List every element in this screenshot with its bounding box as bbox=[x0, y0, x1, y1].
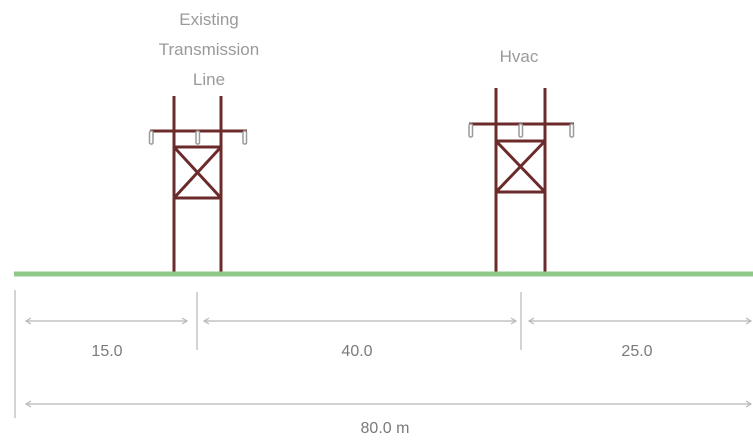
existing-line-label: Existing Transmission Line bbox=[159, 10, 259, 89]
label-line-2: Transmission bbox=[159, 40, 259, 59]
dimension-label-segment-2: 40.0 bbox=[341, 343, 372, 360]
dimension-label-total: 80.0 m bbox=[361, 420, 410, 437]
dimension-arrows bbox=[24, 317, 753, 408]
dimension-arrow-total bbox=[24, 400, 753, 408]
dimension-arrow-segment-1 bbox=[24, 317, 189, 325]
insulator bbox=[195, 130, 201, 145]
hvac-tower bbox=[469, 88, 574, 273]
insulator bbox=[518, 123, 524, 138]
label-line-3: Line bbox=[193, 70, 225, 89]
dimension-arrow-segment-2 bbox=[202, 317, 518, 325]
existing-tower bbox=[150, 96, 247, 273]
dimension-label-segment-1: 15.0 bbox=[91, 343, 122, 360]
hvac-label: Hvac bbox=[500, 47, 539, 66]
dimension-extension-lines bbox=[14, 290, 522, 418]
insulator bbox=[148, 130, 154, 145]
tower-diagonal-brace bbox=[494, 139, 547, 194]
tower-diagonal-brace bbox=[172, 145, 223, 200]
insulator bbox=[242, 130, 248, 145]
hvac-tower-insulators bbox=[468, 123, 575, 138]
insulator bbox=[468, 123, 474, 138]
insulator bbox=[569, 123, 575, 138]
dimension-label-segment-3: 25.0 bbox=[621, 343, 652, 360]
existing-tower-insulators bbox=[148, 130, 248, 145]
dimension-arrow-segment-3 bbox=[527, 317, 753, 325]
label-line-1: Existing bbox=[179, 10, 239, 29]
